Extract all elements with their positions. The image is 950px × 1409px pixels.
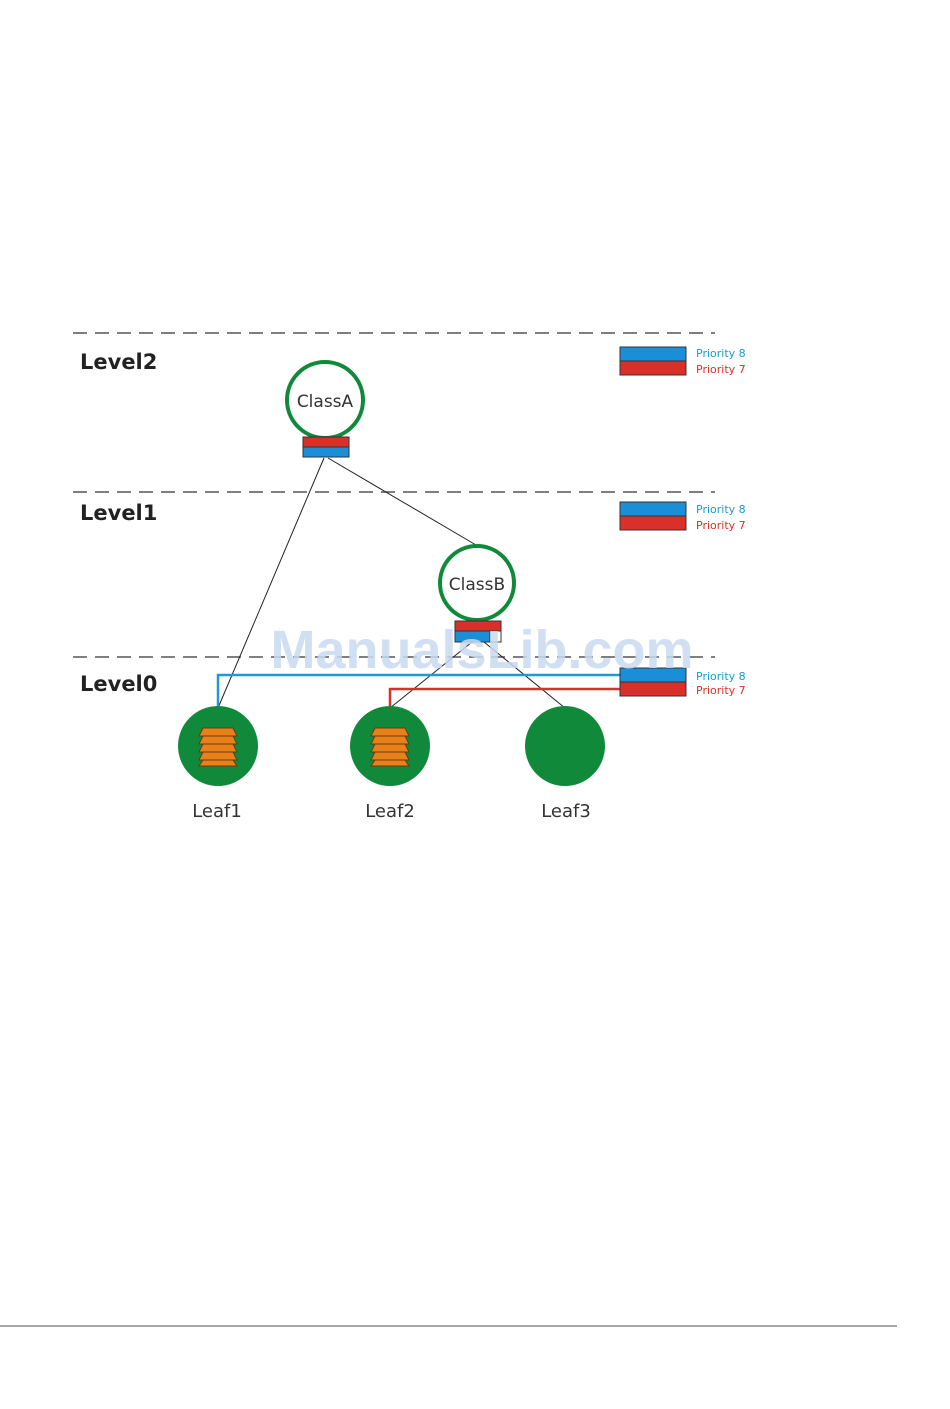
legend-level1-priority7: Priority 7 (696, 519, 746, 532)
classB-label: ClassB (449, 575, 505, 595)
classB-node: ClassB (440, 546, 514, 620)
leaf3-label: Leaf3 (541, 801, 591, 822)
leaf2-queue-icon (371, 728, 409, 766)
leaf1-queue-icon (199, 728, 237, 766)
level2-label: Level2 (80, 350, 157, 374)
leaf2-label: Leaf2 (365, 801, 415, 822)
level0-label: Level0 (80, 672, 157, 696)
leaf1-node (178, 706, 258, 786)
classA-queue (303, 437, 349, 457)
classA-label: ClassA (297, 392, 354, 412)
edge-classA-classB (328, 458, 476, 545)
legend-level2-priority7: Priority 7 (696, 363, 746, 376)
legend-level0-priority7: Priority 7 (696, 684, 746, 697)
legend-level2-priority8: Priority 8 (696, 347, 746, 360)
leaf1-label: Leaf1 (192, 801, 242, 822)
legend-level1-priority8: Priority 8 (696, 503, 746, 516)
legend-level1: Priority 8 Priority 7 (620, 502, 746, 532)
legend-level0-priority8: Priority 8 (696, 670, 746, 683)
leaf2-node (350, 706, 430, 786)
leaf3-node (525, 706, 605, 786)
legend-level2: Priority 8 Priority 7 (620, 347, 746, 376)
watermark-text: ManualsLib.com (270, 620, 693, 680)
priority7-path (390, 689, 622, 708)
classA-node: ClassA (287, 362, 363, 438)
level1-label: Level1 (80, 501, 157, 525)
